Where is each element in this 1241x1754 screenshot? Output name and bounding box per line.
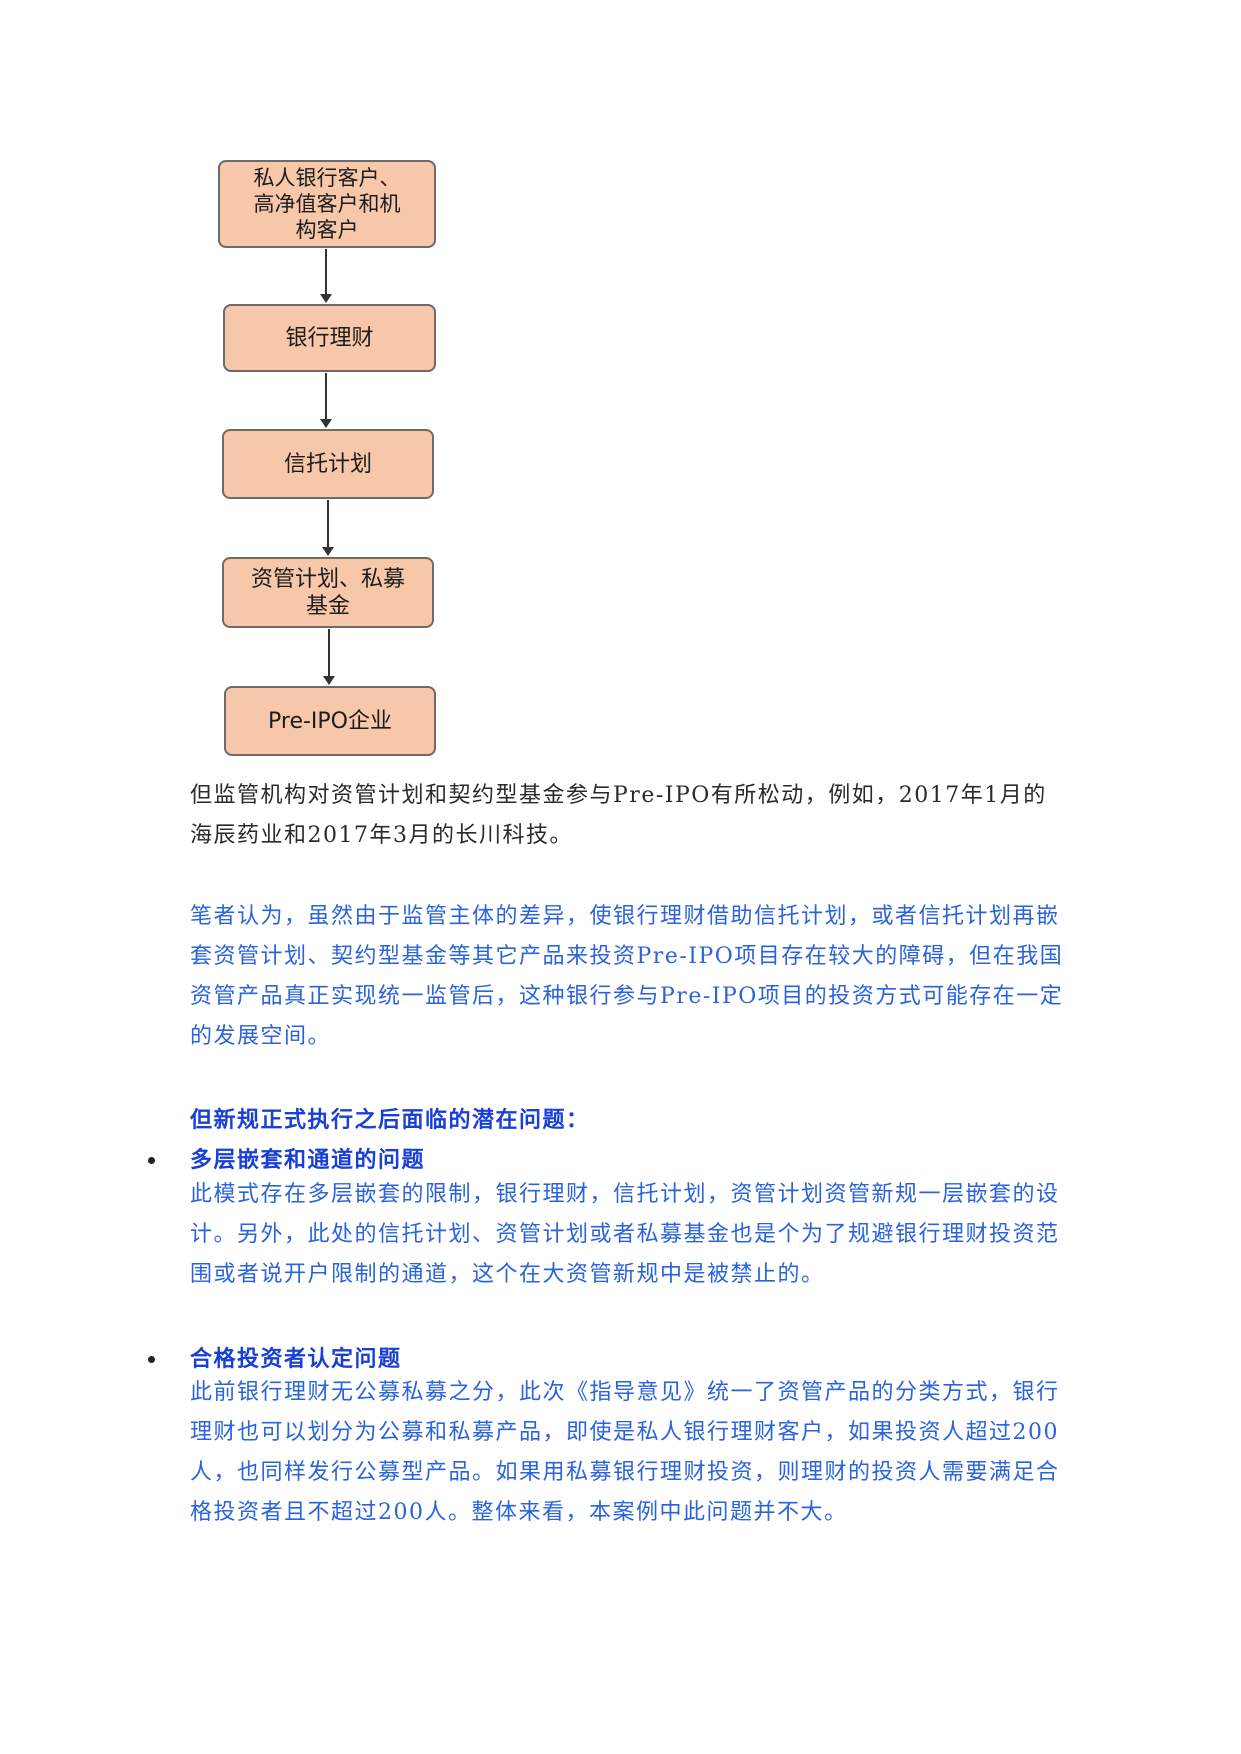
flow-node-pre-ipo: Pre-IPO企业 <box>224 686 436 756</box>
issue-body: 此前银行理财无公募私募之分，此次《指导意见》统一了资管产品的分类方式，银行理财也… <box>190 1380 1060 1525</box>
flow-node-asset-mgmt: 资管计划、私募 基金 <box>222 557 434 628</box>
issue-body: 此模式存在多层嵌套的限制，银行理财，信托计划，资管计划资管新规一层嵌套的设计。另… <box>190 1182 1060 1287</box>
section-heading: 但新规正式执行之后面临的潜在问题： <box>190 1108 590 1133</box>
flow-node-bank-wealth: 银行理财 <box>223 304 436 372</box>
issue-title: 多层嵌套和通道的问题 <box>190 1148 426 1173</box>
paragraph-author-view: 笔者认为，虽然由于监管主体的差异，使银行理财借助信托计划，或者信托计划再嵌套资管… <box>190 904 1064 1049</box>
flow-node-clients: 私人银行客户、 高净值客户和机 构客户 <box>218 160 436 248</box>
flow-arrow <box>320 249 332 303</box>
bullet-dot <box>148 1157 155 1164</box>
flow-arrow <box>323 629 335 685</box>
bullet-dot <box>148 1356 155 1363</box>
flow-arrow <box>322 500 334 556</box>
issue-title: 合格投资者认定问题 <box>190 1347 402 1372</box>
paragraph-regulation: 但监管机构对资管计划和契约型基金参与Pre-IPO有所松动，例如，2017年1月… <box>190 783 1047 848</box>
flow-node-trust-plan: 信托计划 <box>222 429 434 499</box>
flow-arrow <box>320 373 332 428</box>
